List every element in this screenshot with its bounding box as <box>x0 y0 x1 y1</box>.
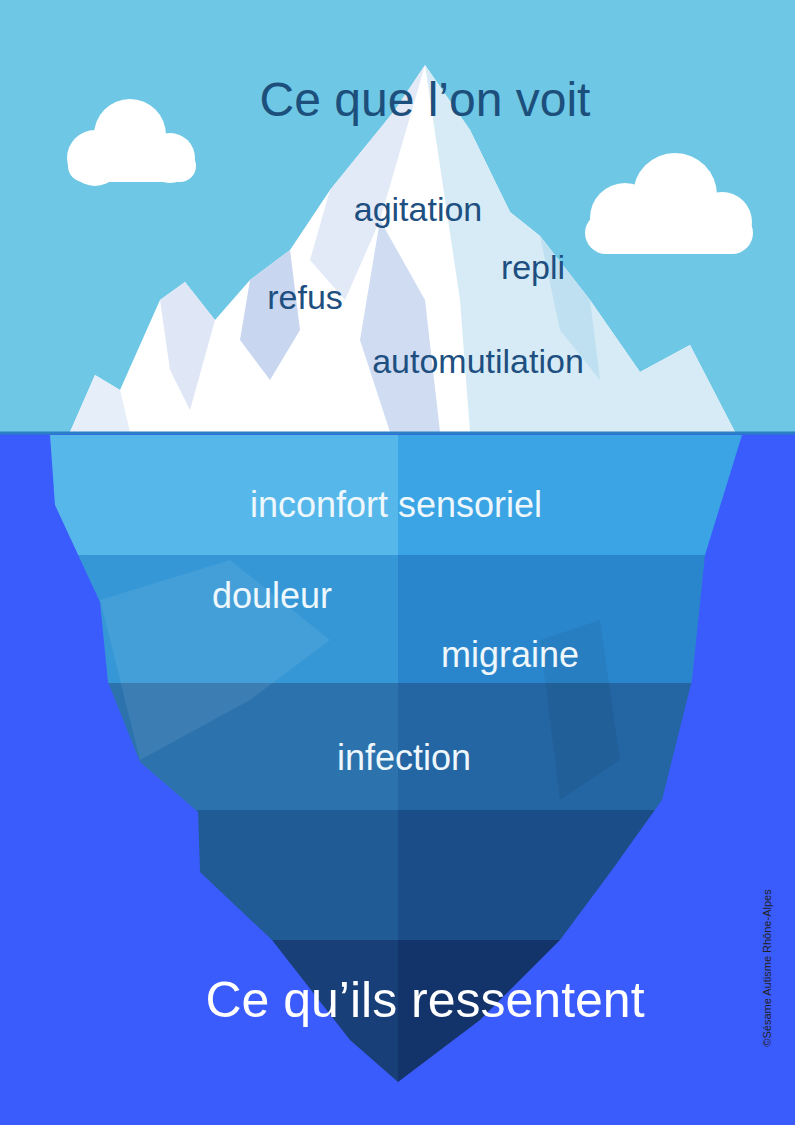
iceberg-word: infection <box>337 738 471 778</box>
iceberg-word: repli <box>501 249 565 286</box>
iceberg-top <box>70 65 735 432</box>
waterline <box>0 432 795 435</box>
watermark: ©Sésame Autisme Rhône-Alpes <box>761 889 773 1046</box>
caption: Ce qu’ils ressentent <box>205 973 644 1028</box>
iceberg-word: migraine <box>441 635 579 675</box>
sky <box>0 0 795 434</box>
iceberg-word: automutilation <box>372 343 584 380</box>
iceberg-bottom <box>0 435 795 1085</box>
iceberg-word: douleur <box>212 576 332 616</box>
cloud <box>67 99 196 186</box>
iceberg-word: agitation <box>354 191 483 228</box>
heading: Ce que l’on voit <box>260 74 591 127</box>
iceberg-word: inconfort sensoriel <box>250 485 542 525</box>
water <box>0 434 795 1125</box>
iceberg-word: refus <box>267 279 343 316</box>
cloud <box>585 153 753 254</box>
